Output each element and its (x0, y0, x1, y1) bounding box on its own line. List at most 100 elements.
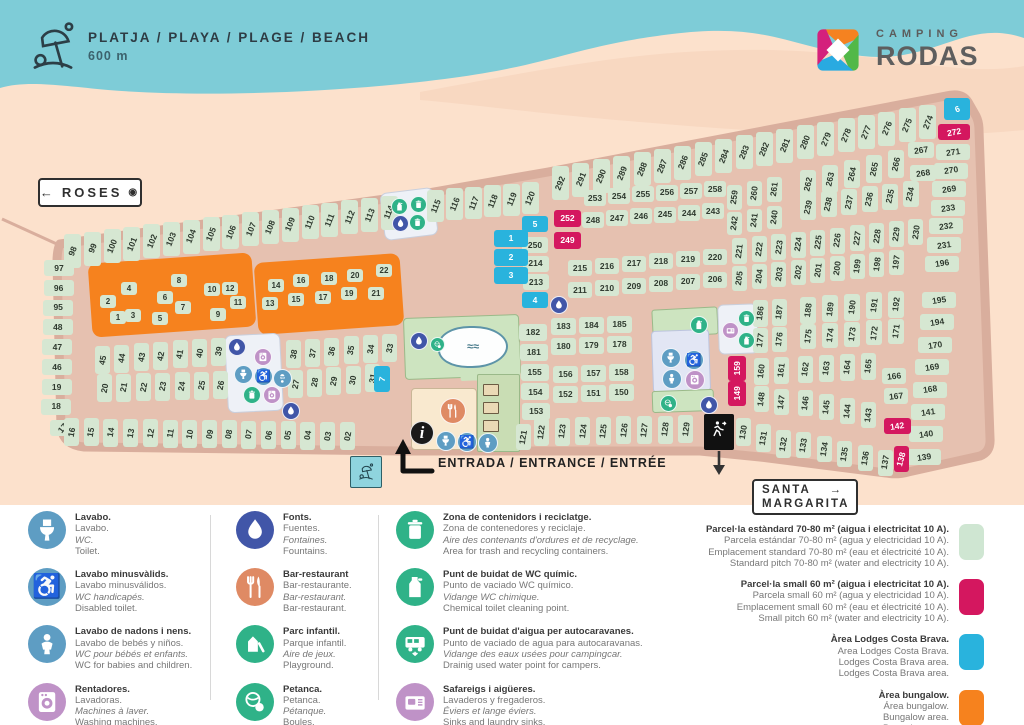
plot-137: 137 (878, 449, 893, 476)
roses-label: ROSES (61, 185, 123, 200)
plot-7: 7 (374, 366, 390, 392)
plot-208: 208 (649, 275, 673, 292)
plot-231: 231 (927, 237, 961, 253)
plot-108: 108 (262, 210, 279, 244)
plot-11: 11 (162, 419, 178, 448)
umbrella-icon (352, 458, 379, 485)
plot-40: 40 (192, 339, 207, 367)
legend-item-text: Safareigs i aigüeres.Lavaderos y fregade… (443, 683, 546, 725)
plot-23: 23 (155, 372, 171, 401)
santa-label-1: SANTA (762, 484, 811, 496)
legend-item: Lavabo.Lavabo.WC.Toilet. (28, 511, 208, 557)
legend-item-text: Punt de buidat de WC químic.Punto de vac… (443, 569, 578, 615)
plot-204: 204 (751, 264, 767, 289)
plot-03: 03 (320, 421, 336, 450)
plot-05: 05 (280, 421, 296, 450)
bungalow-21: 21 (368, 287, 384, 300)
plot-133: 133 (796, 432, 811, 458)
drop-icon (282, 402, 300, 420)
plot-138: 138 (894, 446, 909, 472)
plot-263: 263 (822, 165, 838, 193)
baby-icon (662, 369, 682, 389)
bungalow-22: 22 (376, 264, 392, 277)
plot-264: 264 (844, 160, 860, 188)
plot-107: 107 (242, 212, 260, 247)
plot-143: 143 (861, 402, 876, 428)
plot-235: 235 (882, 183, 898, 210)
washer-icon (254, 348, 272, 366)
plot-142: 142 (884, 418, 911, 434)
plot-126: 126 (616, 416, 632, 445)
drop-icon (236, 511, 274, 549)
plot-232: 232 (928, 218, 963, 235)
plot-113: 113 (361, 198, 378, 232)
legend-item-text: Punt de buidat d'aigua per autocaravanes… (443, 626, 643, 672)
plot-48: 48 (42, 319, 73, 336)
plot-276: 276 (878, 111, 896, 146)
plot-95: 95 (43, 299, 74, 316)
plot-99: 99 (83, 231, 101, 266)
plot-190: 190 (844, 293, 860, 321)
plot-269: 269 (932, 181, 967, 198)
plot-14: 14 (103, 418, 119, 447)
plot-248: 248 (582, 212, 604, 228)
exit-arrow (713, 451, 725, 475)
plot-206: 206 (703, 271, 727, 288)
legend: Lavabo.Lavabo.WC.Toilet.♿Lavabo minusvàl… (0, 505, 1024, 725)
plot-279: 279 (817, 121, 835, 156)
plot-167: 167 (884, 388, 908, 404)
legend-item-text: Lavabo de nadons i nens.Lavabo de bebés … (75, 626, 193, 672)
plot-180: 180 (551, 338, 576, 355)
plot-07: 07 (241, 420, 257, 449)
rodas-pinwheel-icon (817, 29, 859, 71)
plot-16: 16 (64, 418, 79, 446)
plot-25: 25 (194, 371, 209, 400)
plot-288: 288 (633, 152, 651, 187)
plot-283: 283 (735, 135, 753, 170)
plot-286: 286 (674, 145, 692, 180)
toilet-icon (234, 365, 253, 384)
plot-278: 278 (837, 118, 855, 153)
plot-221: 221 (732, 238, 747, 264)
baby-icon (28, 625, 66, 664)
plot-257: 257 (680, 182, 702, 199)
plot-149: 149 (728, 381, 746, 406)
legend-item: Safareigs i aigüeres.Lavaderos y fregade… (396, 682, 686, 725)
plot-243: 243 (702, 203, 724, 219)
brand-rodas-label: RODAS (876, 41, 979, 71)
plot-111: 111 (321, 202, 339, 237)
plot-249: 249 (554, 232, 581, 249)
plot-196: 196 (925, 255, 960, 272)
plot-129: 129 (678, 415, 694, 444)
plot-161: 161 (774, 357, 789, 384)
entrance-label: ENTRADA / ENTRANCE / ENTRÉE (438, 456, 667, 470)
bar-icon (440, 398, 466, 424)
plot-164: 164 (840, 354, 855, 381)
plot-131: 131 (756, 424, 771, 452)
plot-177: 177 (753, 328, 768, 353)
plot-224: 224 (790, 231, 806, 258)
disabled-icon: ♿ (254, 367, 273, 386)
bungalow-12: 12 (222, 282, 238, 295)
plot-181: 181 (519, 343, 548, 361)
plot-287: 287 (654, 149, 671, 183)
bungalow-2: 2 (100, 295, 116, 308)
legend-item: Rentadores.Lavadoras.Machines à laver.Wa… (28, 682, 208, 725)
plot-165: 165 (861, 353, 876, 380)
toilet-icon (28, 511, 66, 549)
plot-202: 202 (790, 260, 806, 285)
bungalow-1: 1 (110, 311, 126, 324)
bungalow-15: 15 (288, 293, 304, 306)
plot-223: 223 (771, 233, 787, 260)
plot-30: 30 (345, 365, 361, 394)
plot-240: 240 (767, 206, 782, 229)
roses-arrow: ← (39, 185, 56, 200)
plot-150: 150 (609, 384, 634, 401)
plot-44: 44 (114, 344, 130, 373)
santa-arrow: → (829, 484, 842, 496)
plot-261: 261 (767, 177, 782, 202)
drop-icon (700, 396, 718, 414)
drop-icon (392, 215, 409, 232)
plot-19: 19 (41, 378, 72, 395)
